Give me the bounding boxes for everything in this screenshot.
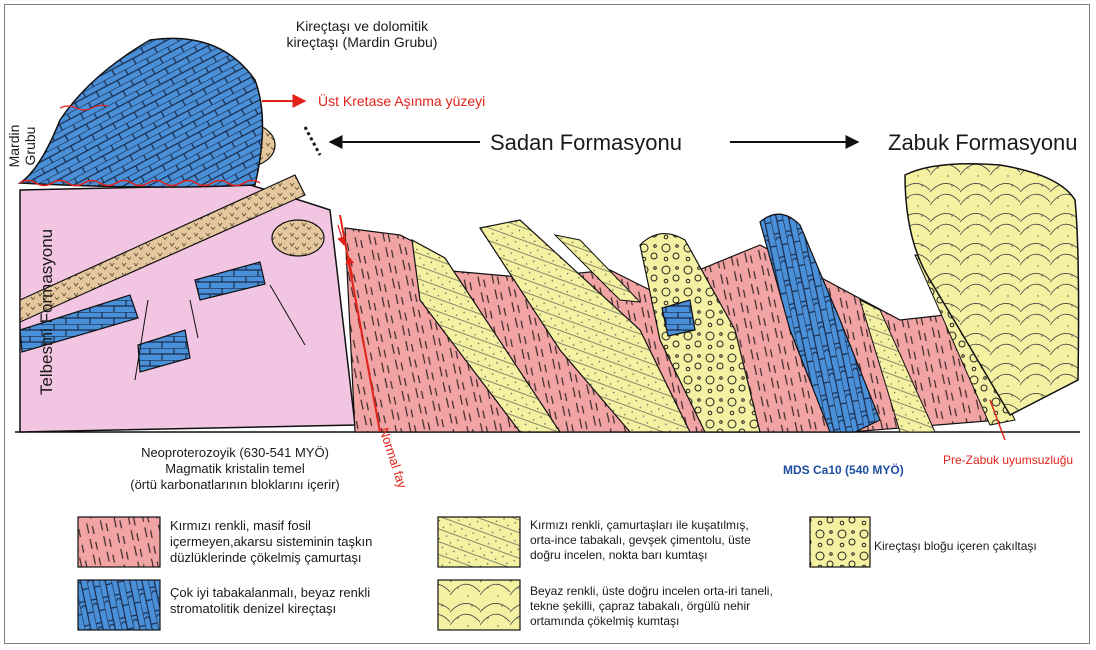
legend-conglomerate: Kireçtaşı bloğu içeren çakıltaşı xyxy=(874,538,1037,554)
legend-red-mudstone: Kırmızı renkli, masif fosil içermeyen,ak… xyxy=(170,518,372,566)
legend-swatch-red-mudstone xyxy=(78,517,160,567)
tan-block xyxy=(272,220,324,256)
telbesmi-formation-label: Telbesmi Formasyonu xyxy=(37,207,57,417)
erosion-surface-label: Üst Kretase Aşınma yüzeyi xyxy=(318,93,485,109)
pre-zabuk-label: Pre-Zabuk uyumsuzluğu xyxy=(943,452,1073,468)
mardin-grubu-side-label: Mardin Grubu xyxy=(6,96,38,196)
legend-cross-bedded: Beyaz renkli, üste doğru incelen orta-ir… xyxy=(530,584,773,629)
legend-swatch-conglomerate xyxy=(810,517,870,567)
zabuk-formation-label: Zabuk Formasyonu xyxy=(888,130,1078,156)
legend-blue-limestone: Çok iyi tabakalanmalı, beyaz renkli stro… xyxy=(170,585,370,617)
sadan-formation-label: Sadan Formasyonu xyxy=(490,130,682,156)
basement-label: Neoproterozoyik (630-541 MYÖ) Magmatik k… xyxy=(110,445,360,493)
mardin-top-label: Kireçtaşı ve dolomitik kireçtaşı (Mardin… xyxy=(262,18,462,50)
dotted-contact xyxy=(305,127,320,155)
legend-swatch-blue-limestone xyxy=(78,580,160,630)
mardin-limestone xyxy=(20,38,263,187)
mds-sample-label: MDS Ca10 (540 MYÖ) xyxy=(783,462,904,478)
legend-swatch-cross-bedded xyxy=(438,580,520,630)
legend-swatch-yellow-bedded xyxy=(438,517,520,567)
legend-yellow-bedded: Kırmızı renkli, çamurtaşları ile kuşatıl… xyxy=(530,518,751,563)
